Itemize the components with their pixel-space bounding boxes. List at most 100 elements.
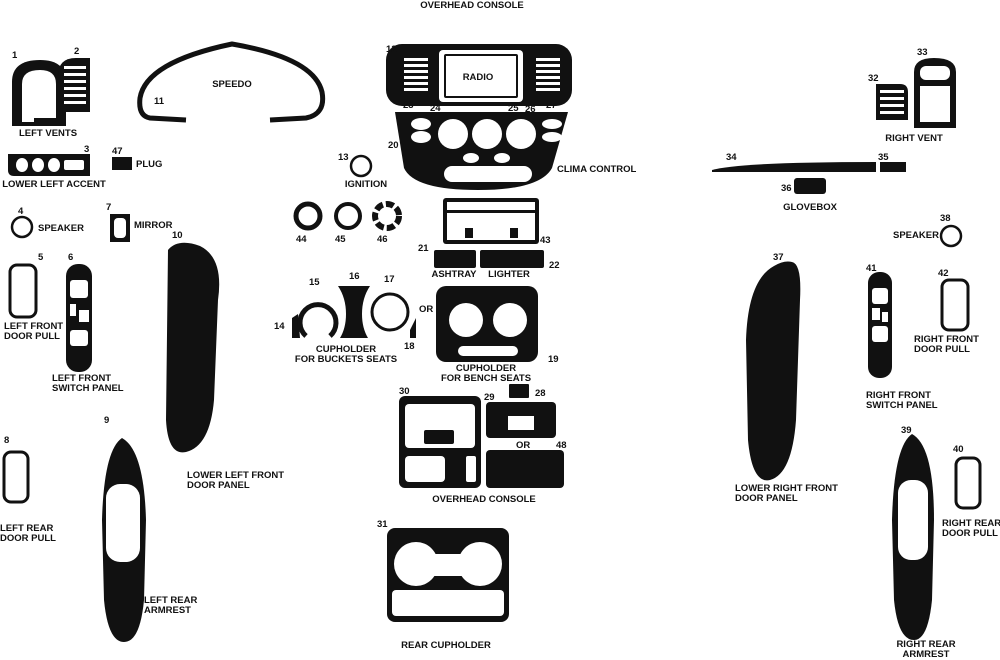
piece-47-plug (112, 157, 132, 170)
label-speaker-right: SPEAKER (893, 230, 939, 241)
number-33: 33 (917, 47, 928, 58)
number-46: 46 (377, 234, 388, 245)
label-clima-control: CLIMA CONTROL (557, 164, 637, 175)
number-13: 13 (338, 152, 349, 163)
piece-33-right-vent-frame (914, 58, 956, 128)
piece-29-overhead-panel (486, 402, 556, 438)
piece-20-clima-control (395, 112, 568, 190)
piece-18-cup-trim (410, 318, 416, 338)
number-45: 45 (335, 234, 346, 245)
label-lighter: LIGHTER (488, 269, 530, 280)
piece-4-left-speaker-ring (10, 215, 34, 239)
piece-44-knob-ring (293, 201, 323, 231)
number-5: 5 (38, 252, 44, 263)
label-ashtray: ASHTRAY (431, 269, 477, 280)
label-right-vent: RIGHT VENT (885, 133, 943, 144)
number-14: 14 (274, 321, 285, 332)
number-48: 48 (556, 440, 567, 451)
number-29: 29 (484, 392, 495, 403)
piece-13-ignition-ring (349, 154, 373, 178)
piece-8-left-rear-door-pull (2, 450, 30, 504)
piece-42-right-front-door-pull (940, 278, 970, 332)
piece-39-right-rear-armrest (892, 434, 934, 640)
number-30: 30 (399, 386, 410, 397)
piece-41-right-front-switch-panel (868, 272, 892, 378)
label-left-vents: LEFT VENTS (19, 128, 77, 139)
number-9: 9 (104, 415, 109, 426)
piece-19-cupholder-bench (436, 286, 538, 362)
number-24: 24 (430, 103, 441, 114)
number-35: 35 (878, 152, 889, 163)
number-37: 37 (773, 252, 784, 263)
number-1: 1 (12, 50, 18, 61)
piece-32-right-vent-louver (876, 84, 908, 120)
number-20: 20 (388, 140, 399, 151)
label-mirror: MIRROR (134, 220, 173, 231)
number-25: 25 (508, 103, 519, 114)
label-speedo: SPEEDO (212, 79, 252, 90)
number-27: 27 (546, 100, 557, 111)
piece-11-speedo-bezel (137, 41, 326, 123)
number-23: 23 (403, 100, 414, 111)
label-lower-left-accent: LOWER LEFT ACCENT (2, 179, 106, 190)
number-3: 3 (84, 144, 89, 155)
piece-3-lower-left-accent (8, 154, 90, 176)
piece-10-lower-left-front-door-panel (166, 242, 220, 453)
label-radio: RADIO (463, 72, 494, 83)
label-overhead-console-top: OVERHEAD CONSOLE (420, 0, 523, 11)
number-2: 2 (74, 46, 79, 57)
piece-34-dash-strip (712, 162, 876, 172)
piece-48-overhead-panel-alt (486, 450, 564, 488)
piece-21-ashtray (434, 250, 476, 268)
number-44: 44 (296, 234, 307, 245)
number-19: 19 (548, 354, 559, 365)
number-40: 40 (953, 444, 964, 455)
piece-30-overhead-console (399, 396, 481, 488)
number-8: 8 (4, 435, 9, 446)
label-rear-cupholder: REAR CUPHOLDER (401, 640, 491, 651)
piece-5-left-front-door-pull (8, 263, 38, 319)
piece-16-cup-center (338, 286, 370, 338)
number-47: 47 (112, 146, 123, 157)
number-41: 41 (866, 263, 877, 274)
piece-12-radio-bezel (386, 44, 572, 106)
number-36: 36 (781, 183, 792, 194)
piece-28-overhead-button (509, 384, 529, 398)
number-42: 42 (938, 268, 949, 279)
piece-1-left-vent-frame (12, 60, 66, 126)
label-speaker-left: SPEAKER (38, 223, 84, 234)
number-22: 22 (549, 260, 560, 271)
piece-35-dash-strip-end (880, 162, 906, 172)
piece-15-cup-ring (297, 302, 339, 338)
number-15: 15 (309, 277, 320, 288)
number-17: 17 (384, 274, 395, 285)
piece-37-lower-right-front-door-panel (746, 261, 801, 481)
piece-45-knob-ring (334, 202, 362, 230)
number-11: 11 (154, 96, 165, 107)
piece-43-ashtray-bezel (443, 198, 539, 244)
number-10: 10 (172, 230, 183, 241)
number-38: 38 (940, 213, 951, 224)
number-18: 18 (404, 341, 415, 352)
piece-9-left-rear-armrest (102, 438, 146, 642)
piece-40-right-rear-door-pull (954, 456, 982, 510)
number-43: 43 (540, 235, 551, 246)
label-plug: PLUG (136, 159, 162, 170)
number-16: 16 (349, 271, 360, 282)
number-39: 39 (901, 425, 912, 436)
label-or-1: OR (419, 304, 433, 315)
piece-31-rear-cupholder (387, 528, 509, 622)
number-12: 12 (386, 44, 397, 55)
number-26: 26 (525, 104, 536, 115)
